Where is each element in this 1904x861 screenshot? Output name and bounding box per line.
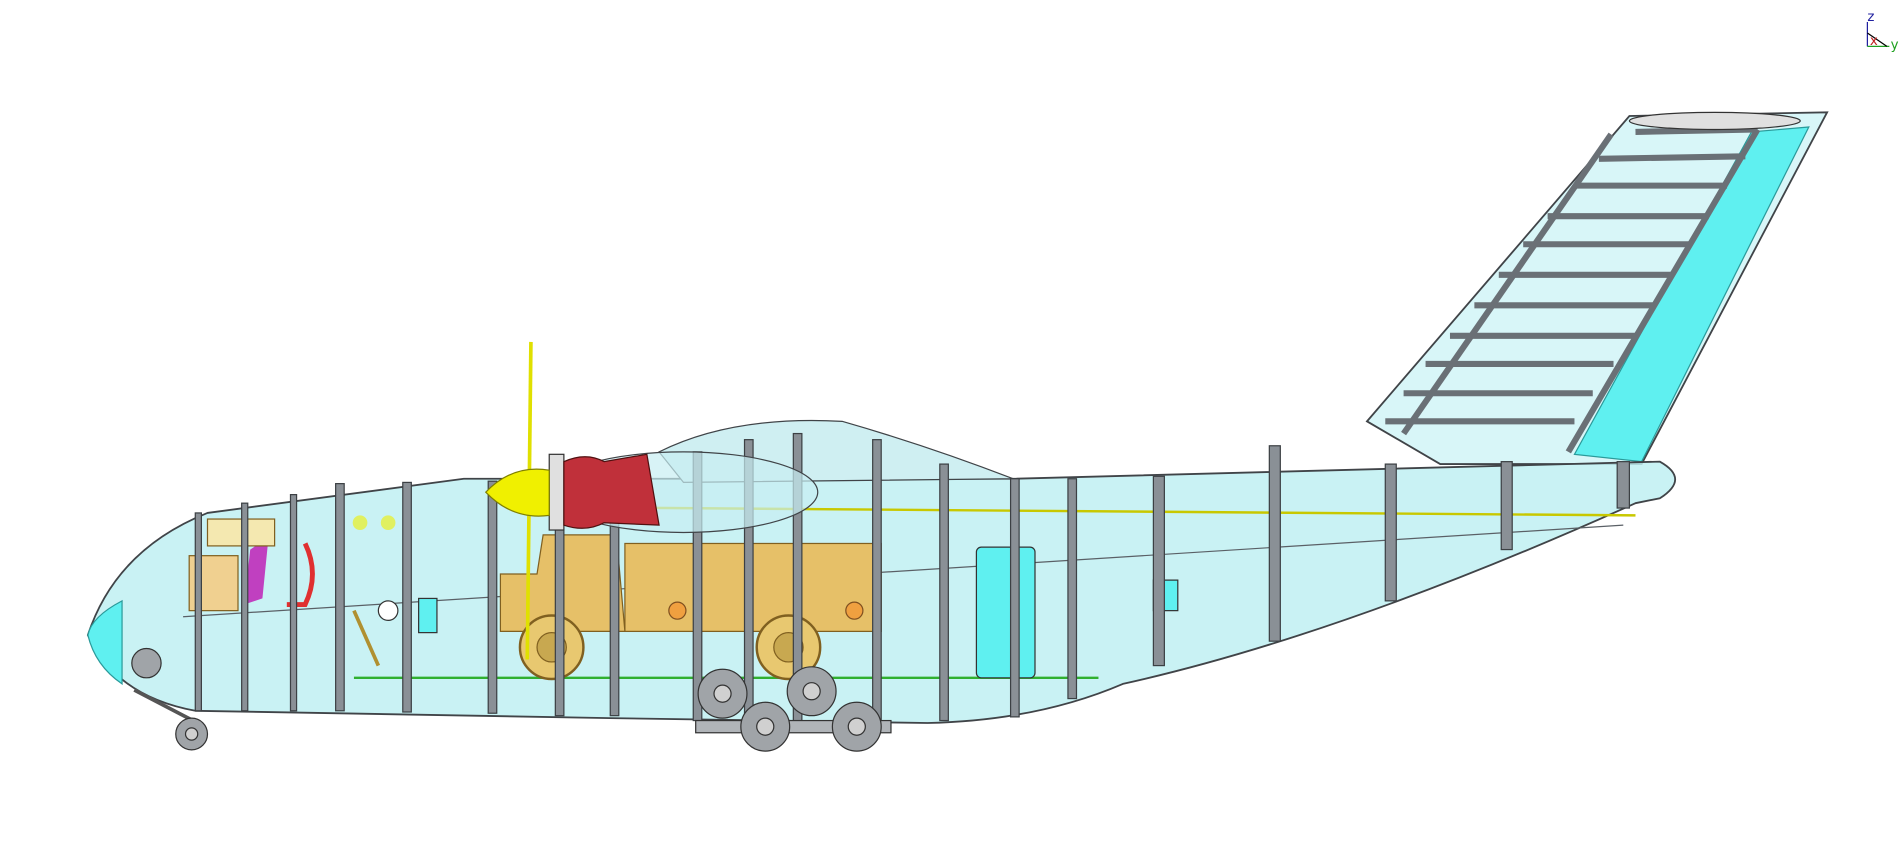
aircraft-model	[86, 111, 1829, 752]
propeller-spinner	[484, 468, 550, 517]
side-window	[418, 597, 438, 634]
main-landing-gear	[695, 666, 892, 752]
y-axis-label: y	[1891, 38, 1899, 53]
nose-landing-gear	[131, 647, 209, 751]
fin-ribs	[1385, 126, 1761, 454]
axis-triad: z x y	[1866, 10, 1899, 53]
x-axis-label: x	[1870, 34, 1878, 49]
fin-tip-pod	[1628, 111, 1801, 131]
nose-cone	[87, 599, 123, 686]
cargo-door	[975, 546, 1036, 679]
z-axis-label: z	[1867, 10, 1874, 25]
engine-core	[548, 453, 660, 531]
